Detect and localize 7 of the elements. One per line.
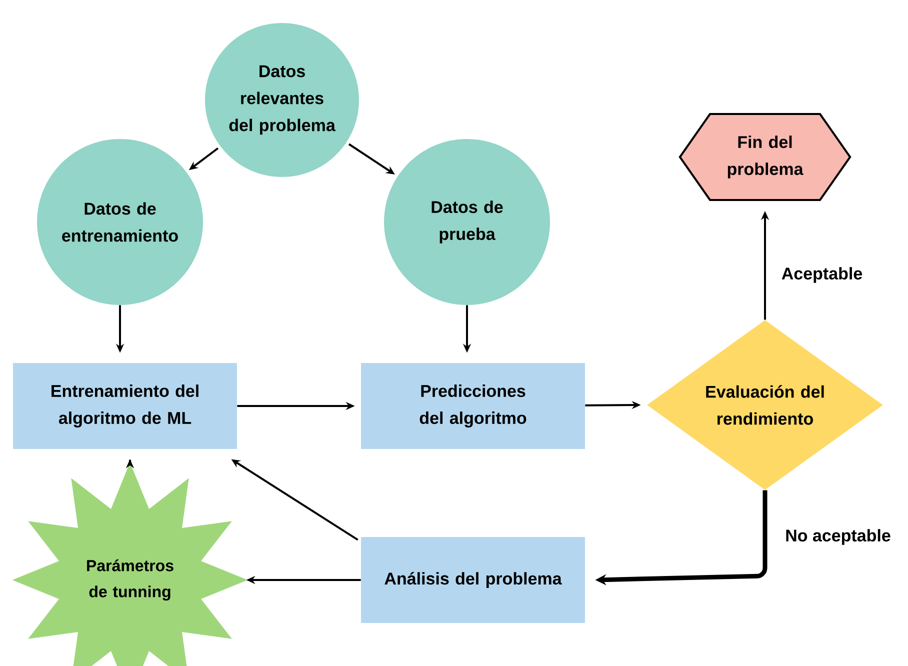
- process-box: Análisis del problema: [361, 537, 585, 623]
- parameter-star: Parámetros de tunning: [12, 462, 248, 666]
- end-hexagon: Fin del problema: [678, 113, 852, 201]
- edge-label: No aceptable: [783, 527, 893, 547]
- process-box: Predicciones del algoritmo: [361, 363, 585, 449]
- process-box: Entrenamiento del algoritmo de ML: [13, 363, 237, 449]
- edge-label: Aceptable: [779, 265, 865, 285]
